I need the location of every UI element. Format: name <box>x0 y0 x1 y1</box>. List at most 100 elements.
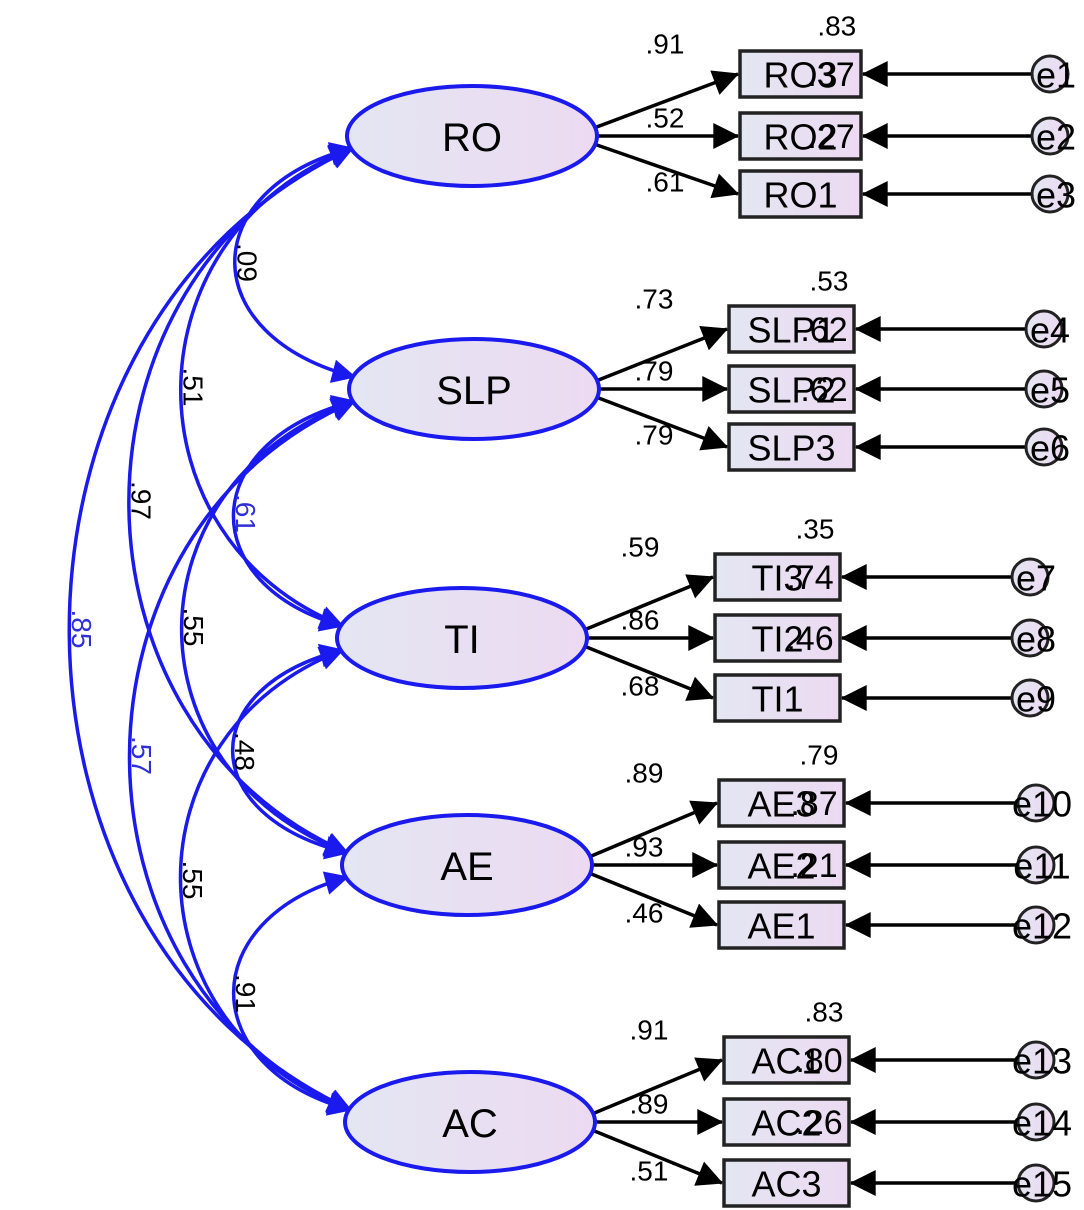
covariance-label-slp-ti: .61 <box>230 494 261 533</box>
error-e1-circle <box>1030 54 1070 94</box>
r2-top-slp: .53 <box>810 266 849 297</box>
error-e12-label: e12 <box>1012 906 1072 947</box>
loading-path-ac1 <box>591 1057 724 1116</box>
loading-path-ae1 <box>588 871 719 928</box>
covariance-label-ro-slp: .09 <box>231 243 262 282</box>
loading-path-ro3 <box>593 70 740 130</box>
loading-path-ti1 <box>583 644 715 701</box>
indicator-slp3-box <box>727 422 856 472</box>
loading-label-ro3: .91 <box>646 29 685 60</box>
r2-top-ro: .83 <box>817 11 856 42</box>
indicator-ac1-r2: .80 <box>795 1042 842 1080</box>
error-e9-label: e9 <box>1016 679 1056 720</box>
error-e3-circle <box>1030 174 1070 214</box>
indicator-ae3-box <box>717 778 846 828</box>
indicator-ti3-r2: .74 <box>786 559 833 597</box>
error-e7-circle <box>1010 557 1050 597</box>
indicator-ro3-r2: .37 <box>807 56 854 94</box>
covariance-arc-ro-ac <box>67 146 355 1112</box>
node-layer <box>335 49 1070 1208</box>
indicator-slp1-label: SLP1 <box>747 310 835 351</box>
covariance-label-ro-ti: .51 <box>177 368 208 407</box>
loading-label-ac3: .51 <box>630 1156 669 1187</box>
indicator-ac2-label: AC2 <box>751 1103 821 1144</box>
error-e8-label: e8 <box>1016 619 1056 660</box>
loading-label-ae1: .46 <box>625 898 664 929</box>
indicator-slp2-r2: .62 <box>800 371 847 409</box>
error-e15-label: e15 <box>1012 1164 1072 1205</box>
error-e2-label: e2 <box>1036 117 1076 158</box>
latent-ae-ellipse <box>340 813 594 917</box>
covariance-label-ae-ac: .91 <box>230 974 261 1013</box>
indicator-ro2-label: RO2 <box>763 117 837 158</box>
latent-ti-ellipse <box>335 586 589 690</box>
error-e13-circle <box>1016 1040 1056 1080</box>
error-e4-label: e4 <box>1030 310 1070 351</box>
loading-label-ti2: .86 <box>621 605 660 636</box>
covariance-arc-slp-ae <box>179 397 357 857</box>
indicator-ti3-box <box>713 552 842 602</box>
error-e7-label: e7 <box>1016 558 1056 599</box>
error-e11-label: e11 <box>1013 846 1070 887</box>
indicator-slp1-box <box>727 304 856 354</box>
loading-label-slp3: .79 <box>635 420 674 451</box>
error-e10-label: e10 <box>1012 784 1072 825</box>
error-e2-circle <box>1030 116 1070 156</box>
covariance-arc-ro-slp <box>233 142 357 383</box>
covariance-arc-ae-ac <box>231 871 353 1116</box>
latent-slp-label: SLP <box>436 369 512 413</box>
indicator-ae3-r2: .87 <box>790 785 837 823</box>
error-e5-label: e5 <box>1030 370 1070 411</box>
error-e15-circle <box>1016 1163 1056 1203</box>
label-layer: .09.61.48.91.51.55.55.97.57.85ROSLPTIAEA… <box>66 11 1076 1205</box>
covariance-layer <box>67 142 357 1116</box>
error-e1-label: e1 <box>1036 55 1076 96</box>
indicator-ae1-box <box>717 900 846 950</box>
latent-slp-ellipse <box>347 337 601 441</box>
loading-path-slp3 <box>595 395 729 451</box>
indicator-ac1-box <box>722 1035 851 1085</box>
indicator-ae3-label: AE3 <box>747 784 815 825</box>
error-e11-circle <box>1016 845 1056 885</box>
indicator-ae2-box <box>717 840 846 890</box>
loading-label-ro1: .61 <box>646 167 685 198</box>
error-e13-label: e13 <box>1012 1041 1072 1082</box>
covariance-label-ro-ac: .85 <box>66 610 97 649</box>
indicator-ro3-box <box>738 49 863 99</box>
r2-top-ae: .79 <box>800 740 839 771</box>
r2-top-ti: .35 <box>796 514 835 545</box>
indicator-slp2-label: SLP2 <box>747 370 835 411</box>
indicator-ac3-label: AC3 <box>751 1164 821 1205</box>
latent-ac-label: AC <box>442 1102 498 1146</box>
indicator-ac2-r2: .26 <box>795 1104 842 1142</box>
indicator-ro1-box <box>738 169 863 219</box>
indicator-ro2-box <box>738 111 863 161</box>
indicator-ae2-label: AE2 <box>747 846 815 887</box>
loading-label-ro2: .52 <box>646 103 685 134</box>
indicator-ae2-r2: .21 <box>790 847 837 885</box>
indicator-ti1-box <box>713 673 842 723</box>
indicator-slp2-box <box>727 364 856 414</box>
latent-ti-label: TI <box>444 618 480 662</box>
covariance-label-slp-ae: .55 <box>178 608 209 647</box>
path-layer <box>583 61 1032 1196</box>
latent-ac-ellipse <box>343 1070 597 1174</box>
loading-path-ti3 <box>583 574 715 632</box>
error-e5-circle <box>1024 369 1064 409</box>
error-e4-circle <box>1024 309 1064 349</box>
indicator-ac1-label: AC1 <box>751 1041 821 1082</box>
error-e3-label: e3 <box>1036 175 1076 216</box>
covariance-arc-slp-ti <box>231 394 357 632</box>
indicator-ti2-r2: .46 <box>786 620 833 658</box>
error-e9-circle <box>1010 678 1050 718</box>
indicator-ti2-box <box>713 613 842 663</box>
error-e10-circle <box>1016 783 1056 823</box>
error-e14-circle <box>1016 1102 1056 1142</box>
covariance-label-slp-ac: .57 <box>126 736 157 775</box>
covariance-arc-ti-ae <box>231 643 350 860</box>
loading-path-slp1 <box>595 326 729 383</box>
indicator-ti3-label: TI3 <box>751 558 803 599</box>
error-e6-label: e6 <box>1030 428 1070 469</box>
covariance-label-ro-ae: .97 <box>125 481 156 520</box>
error-e6-circle <box>1024 427 1064 467</box>
